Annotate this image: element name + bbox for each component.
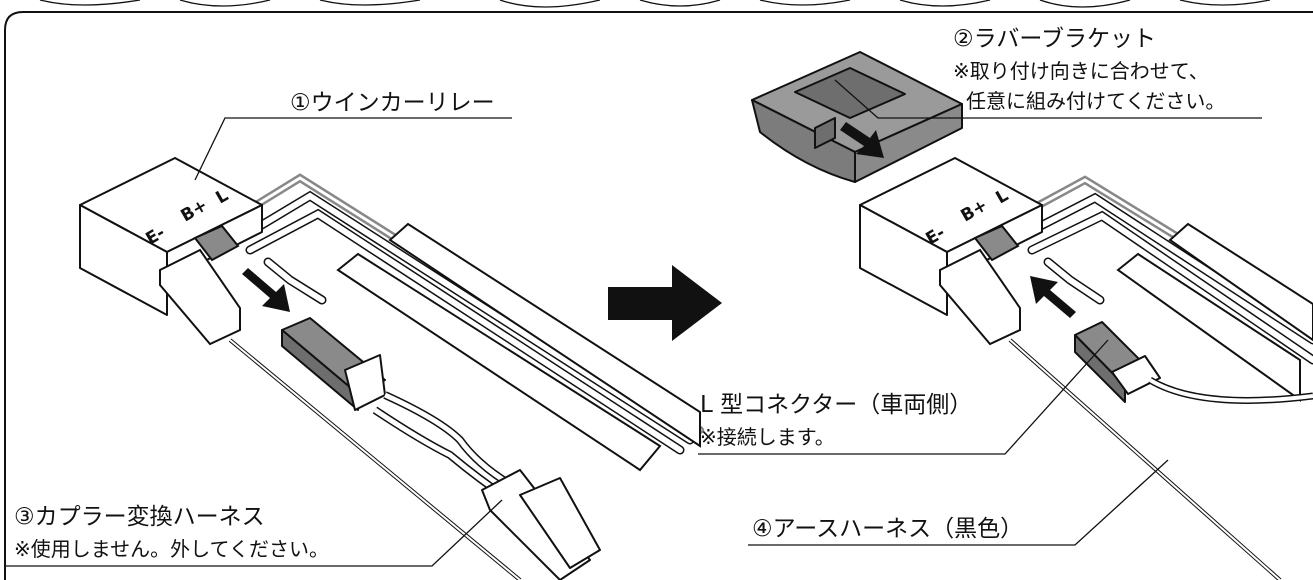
wire-sleeve-right [1116,252,1301,402]
spade-terminal-right [973,224,1020,262]
bracket-label: ②ラバーブラケット [953,26,1156,52]
wire-sleeve-right [1168,222,1313,342]
detach-arrow [242,268,290,312]
transition-arrow [608,265,722,341]
connector-leader-line [698,339,1109,455]
harness-label: ③カプラー変換ハーネス [14,504,265,530]
outer-frame [4,11,1313,580]
connector-label: L 型コネクター（車両側） [700,392,972,418]
ground-leader-line [748,459,1169,546]
relay-side-connector-right [939,248,1021,346]
bracket-leader-line [834,79,1262,119]
bracket-attach-arrow [840,122,884,158]
connector-note: ※接続します。 [700,425,835,449]
spade-terminal [193,224,240,262]
left-panel: E- B+ L ①ウインカーリレー ③カプラー変換ハーネス ※使用しませ [6,90,704,580]
connect-arrow [1030,276,1076,318]
harness-leader-line [6,499,503,567]
harness-note: ※使用しません。外してください。 [14,537,329,561]
relay-leader-line [194,117,512,181]
wire-sleeve [388,222,701,448]
bracket-note-line-1: ※取り付け向きに合わせて、 [953,59,1209,83]
rubber-bracket [751,51,963,183]
relay-side-connector [159,248,241,346]
coupler-conversion-harness [281,317,601,580]
bracket-note-line-2: 任意に組み付けてください。 [966,89,1225,113]
right-panel: E- B+ L ②ラバーブラケット ※取り付け向きに合わせて、 任意に組み付けて… [698,26,1313,580]
ground-harness-label: ④アースハーネス（黒色） [752,516,1023,542]
background-decoration [39,0,1271,8]
l-type-connector [1074,321,1313,404]
relay-label: ①ウインカーリレー [290,90,495,116]
wire-sleeve [336,252,662,472]
